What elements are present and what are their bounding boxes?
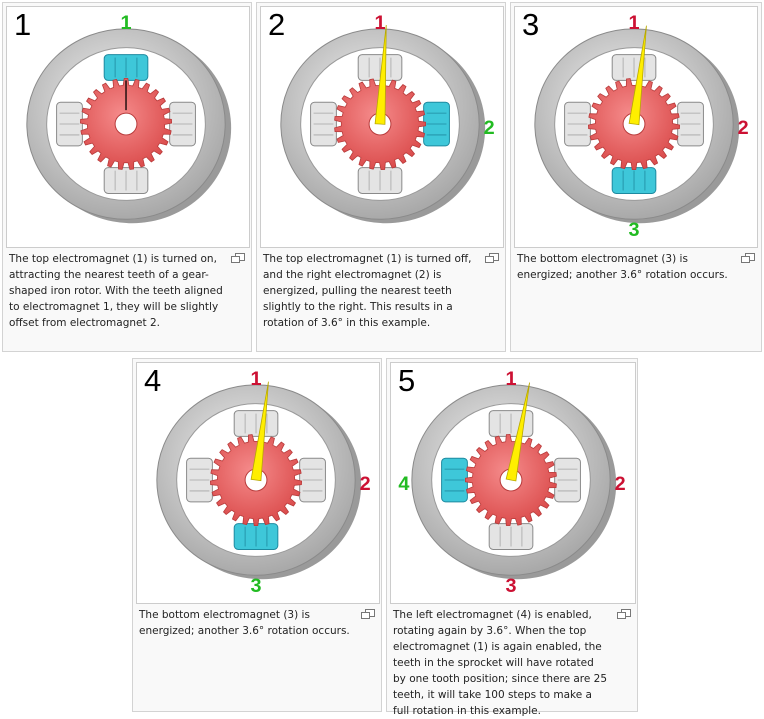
magnet-label-top: 1 [121, 12, 132, 34]
magnify-frame-front [741, 256, 750, 263]
step-3-panel: 1 2 3 3 The bottom electromagnet (3) is en… [510, 2, 762, 352]
step-2-caption: The top electromagnet (1) is turned off,… [263, 251, 499, 331]
step-number: 1 [14, 7, 32, 42]
pointer-needle [250, 381, 269, 482]
step-number: 4 [144, 363, 162, 398]
magnify-frame-front [231, 256, 240, 263]
magnet-label-right: 2 [738, 117, 749, 139]
step-3-image[interactable]: 1 2 3 3 [514, 6, 758, 248]
magnet-label-top: 1 [251, 368, 262, 390]
magnet-label-bottom: 3 [629, 219, 640, 241]
step-5-image[interactable]: 1 2 3 4 5 [390, 362, 636, 604]
step-4-image[interactable]: 1 2 3 4 [136, 362, 380, 604]
magnet-label-top: 1 [375, 12, 386, 34]
magnify-frame-front [617, 612, 626, 619]
stepper-motor-diagram: 12 [280, 12, 495, 224]
step-4-caption: The bottom electromagnet (3) is energize… [139, 607, 375, 639]
pointer-needle [505, 382, 530, 482]
caption-text: The left electromagnet (4) is enabled, r… [393, 609, 608, 717]
pointer-needle [628, 25, 647, 126]
step-5-panel: 1 2 3 4 5 The left electromagnet (4) is ena… [386, 358, 638, 717]
magnet-label-top: 1 [629, 12, 640, 34]
step-4-panel: 1 2 3 4 The bottom electromagnet (3) is en… [132, 358, 382, 712]
step-number: 3 [522, 7, 540, 42]
caption-text: The bottom electromagnet (3) is energize… [139, 609, 350, 637]
magnify-icon[interactable] [617, 609, 631, 620]
stepper-motor-diagram: 1 2 3 [156, 368, 371, 597]
magnet-label-bottom: 3 [506, 575, 517, 597]
caption-text: The top electromagnet (1) is turned off,… [263, 253, 472, 329]
magnify-icon[interactable] [485, 253, 499, 264]
magnify-frame-front [361, 612, 370, 619]
step-3-caption: The bottom electromagnet (3) is energize… [517, 251, 755, 283]
stepper-motor-diagram: 1 2 3 4 [398, 368, 626, 597]
magnet-label-right: 2 [615, 473, 626, 495]
magnify-icon[interactable] [741, 253, 755, 264]
step-1-image[interactable]: 1 1 [6, 6, 250, 248]
magnify-icon[interactable] [361, 609, 375, 620]
stepper-motor-diagram: 1 [26, 12, 232, 224]
step-number: 2 [268, 7, 286, 42]
step-5-caption: The left electromagnet (4) is enabled, r… [393, 607, 631, 719]
stepper-motor-diagram: 1 2 3 [534, 12, 749, 241]
step-number: 5 [398, 363, 416, 398]
rotor-hub [114, 112, 138, 136]
magnet-label-top: 1 [506, 368, 517, 390]
magnify-frame-front [485, 256, 494, 263]
magnet-label-bottom: 3 [251, 575, 262, 597]
step-1-panel: 1 1 The top electromagnet (1) is turned … [2, 2, 252, 352]
magnify-icon[interactable] [231, 253, 245, 264]
pointer-needle [374, 25, 387, 125]
step-1-caption: The top electromagnet (1) is turned on, … [9, 251, 245, 331]
magnet-label-right: 2 [360, 473, 371, 495]
magnet-label-left: 4 [398, 473, 409, 495]
caption-text: The bottom electromagnet (3) is energize… [517, 253, 728, 281]
caption-text: The top electromagnet (1) is turned on, … [9, 253, 223, 329]
magnet-label-right: 2 [484, 117, 495, 139]
